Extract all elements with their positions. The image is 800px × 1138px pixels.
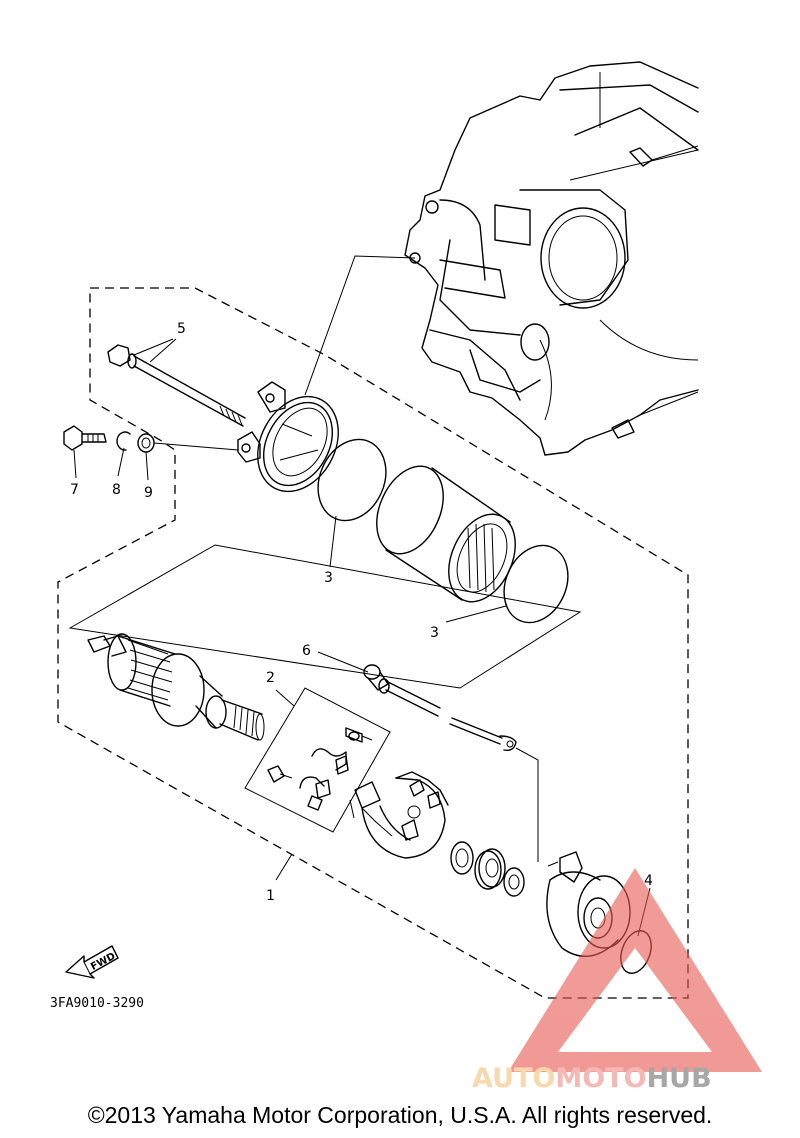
long-bolt xyxy=(107,344,246,427)
assembly-boundary xyxy=(57,287,689,999)
callout-3-front: 3 xyxy=(324,570,333,586)
watermark-logo: AUTOMOTOHUB xyxy=(472,868,762,1094)
callout-1: 1 xyxy=(266,888,275,904)
callout-8: 8 xyxy=(112,482,121,498)
o-ring-front xyxy=(317,438,387,522)
armature xyxy=(87,633,265,741)
watermark-hub: HUB xyxy=(647,1063,712,1094)
callout-2: 2 xyxy=(266,670,275,686)
callout-7: 7 xyxy=(70,482,79,498)
callout-4: 4 xyxy=(644,873,653,889)
svg-text:AUTOMOTOHUB: AUTOMOTOHUB xyxy=(472,1063,712,1094)
callout-3-rear: 3 xyxy=(430,625,439,641)
oil-seal xyxy=(450,841,474,875)
circlip xyxy=(116,431,131,451)
o-ring-rear xyxy=(503,544,569,624)
bearing xyxy=(474,848,506,890)
terminal-bolt xyxy=(363,664,441,717)
armature-frame xyxy=(68,544,582,689)
diagram-code: 3FA9010-3290 xyxy=(50,996,144,1011)
brush-plate xyxy=(354,771,449,859)
brush-kit xyxy=(267,727,373,811)
fwd-arrow-icon: FWD xyxy=(65,945,119,979)
callout-9: 9 xyxy=(144,485,153,501)
terminal-wire xyxy=(449,717,517,752)
rear-washer xyxy=(503,867,525,897)
engine-crankcase xyxy=(404,61,699,456)
callout-5: 5 xyxy=(177,321,186,337)
washer xyxy=(137,433,155,453)
copyright-notice: ©2013 Yamaha Motor Corporation, U.S.A. A… xyxy=(87,1102,713,1128)
watermark-auto: AUTO xyxy=(472,1063,555,1094)
screw xyxy=(63,425,107,451)
fwd-label: FWD xyxy=(89,951,117,973)
watermark-moto: MOTO xyxy=(555,1063,646,1094)
brush-kit-frame xyxy=(244,687,391,833)
front-cover xyxy=(237,381,339,493)
watermark-triangle-icon xyxy=(508,868,762,1072)
callout-6: 6 xyxy=(302,643,311,659)
